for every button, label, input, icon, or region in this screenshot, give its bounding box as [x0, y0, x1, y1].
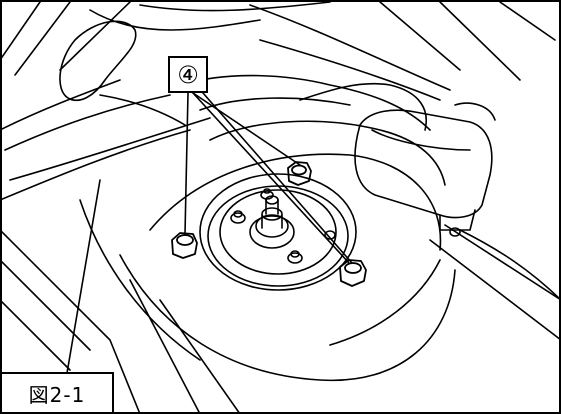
center-strut-nut	[249, 195, 295, 249]
strut-mount-plate	[199, 173, 357, 291]
callout-label-4: ④	[168, 56, 208, 93]
lower-left-members	[0, 229, 241, 414]
reservoir-tank	[354, 102, 496, 231]
mounting-nut	[287, 161, 312, 186]
mounting-nut	[339, 259, 367, 287]
right-panel-lines	[329, 224, 561, 346]
body-panel-lines	[0, 1, 556, 201]
fender-part	[59, 20, 186, 126]
figure-caption-text: 図2-1	[28, 382, 86, 407]
mounting-nut	[171, 232, 198, 259]
mounting-nuts	[171, 161, 367, 287]
callout-text: ④	[177, 60, 199, 89]
figure-caption: 図2-1	[2, 372, 114, 412]
callout-leaders	[184, 92, 353, 264]
